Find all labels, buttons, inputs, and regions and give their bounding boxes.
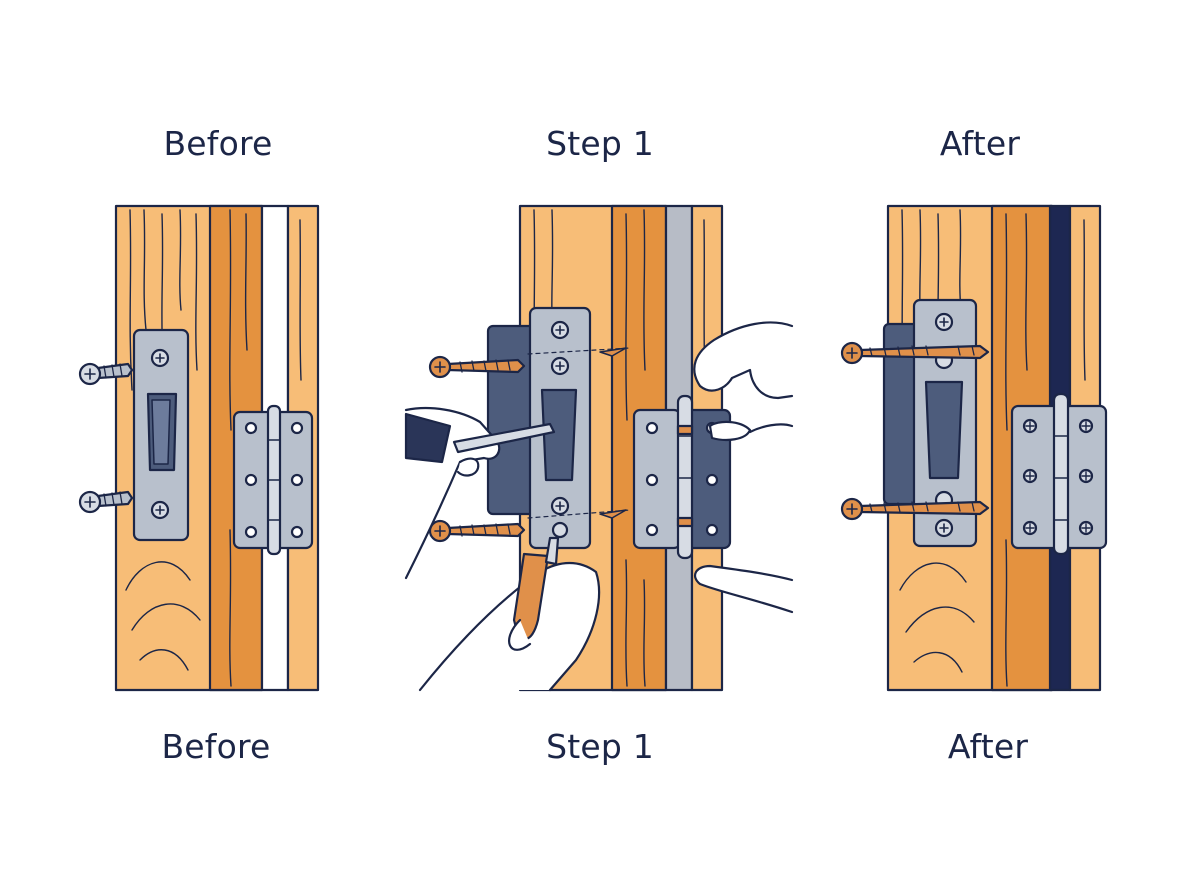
panel-before-bottom-label: Before [161,727,271,766]
strike-plate-opening [924,380,964,480]
reinforcement-backer-plate [486,324,536,516]
panel-step1-illustration [404,204,794,692]
hand-holding-hinge-bottom-icon [693,564,794,614]
door-hinge [632,394,732,560]
hand-with-screwdriver-icon [418,536,601,692]
panel-before-illustration [78,204,320,692]
installed-screw-top-icon [840,341,990,365]
hand-holding-hinge-top-icon [693,321,794,441]
panel-after-bottom-label: After [947,727,1029,766]
panel-after-top-label: After [939,124,1021,163]
loose-screw-bottom-icon [78,490,134,514]
hand-with-chisel-icon [404,407,556,580]
door-hinge [232,404,314,556]
loose-screw-top-icon [78,362,134,386]
panel-step1-top-label: Step 1 [546,124,654,163]
panel-after-illustration [840,204,1108,692]
strike-plate-opening [540,388,578,482]
long-screw-top-icon [428,347,631,379]
door-hinge [1010,392,1108,556]
panel-before-top-label: Before [163,124,273,163]
long-screw-bottom-icon [428,509,631,543]
installed-screw-bottom-icon [840,497,990,521]
panel-step1-bottom-label: Step 1 [546,727,654,766]
